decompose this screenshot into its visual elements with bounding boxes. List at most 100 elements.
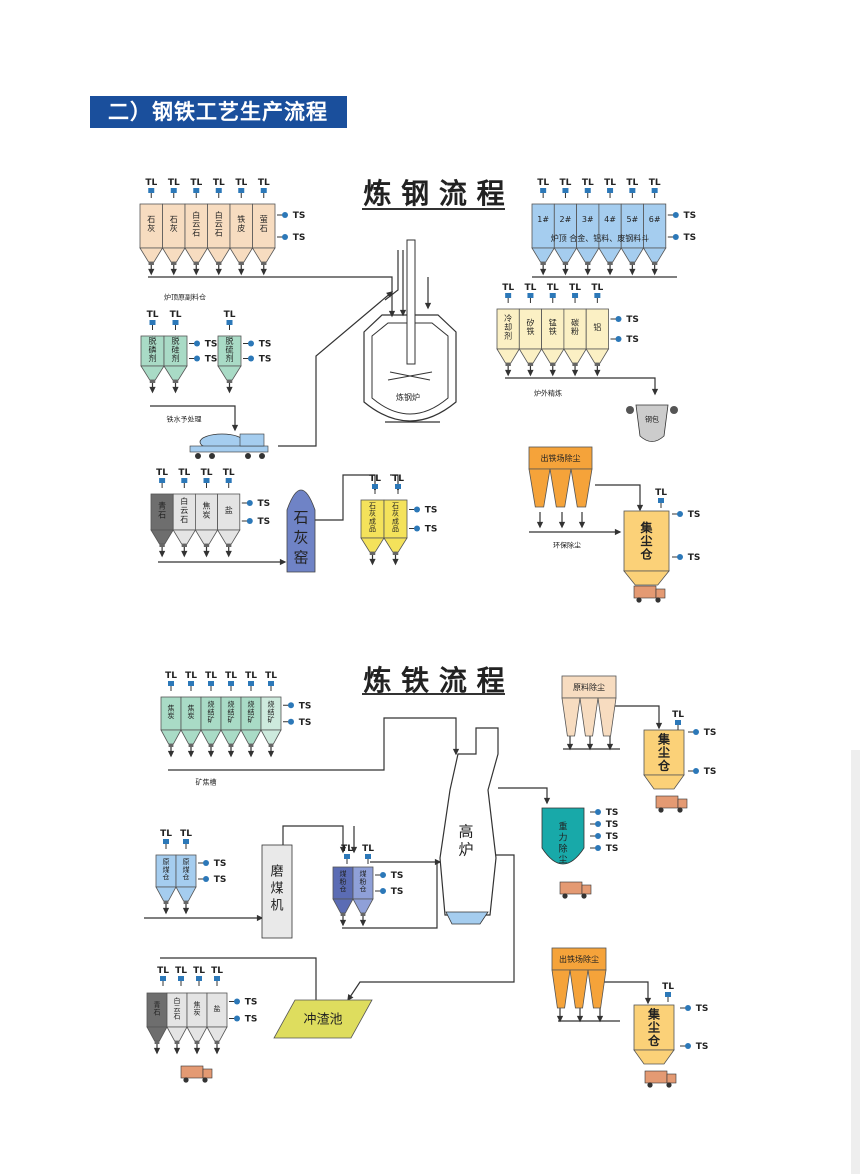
- temperature-sensor-icon: [194, 340, 200, 347]
- level-sensor-icon: [168, 681, 174, 686]
- steel-title: 炼 钢 流 程: [363, 177, 504, 210]
- tl-tag: TL: [265, 671, 277, 681]
- tl-tag: TL: [362, 844, 374, 854]
- dust-bin-cone: [623, 570, 670, 586]
- temperature-sensor-icon: [685, 1005, 691, 1011]
- ladle-handle: [626, 406, 634, 414]
- silo-cone: [160, 729, 182, 745]
- temperature-sensor-icon: [194, 355, 200, 362]
- arrow-head: [227, 750, 235, 758]
- silo-label: 烧结矿: [248, 700, 255, 724]
- level-sensor-icon: [395, 484, 401, 489]
- tl-tag: TL: [156, 468, 168, 478]
- ts-tag: TS: [257, 517, 270, 527]
- silo-cone: [140, 365, 165, 381]
- temperature-sensor-icon: [246, 518, 253, 524]
- feed-line: [315, 474, 376, 521]
- arrow-head: [549, 369, 556, 377]
- level-sensor-icon: [629, 188, 636, 193]
- ts-tag: TS: [696, 1042, 709, 1052]
- silo-label: 焦炭: [188, 703, 195, 720]
- rail-wheel: [259, 453, 265, 459]
- converter-outer: [363, 314, 457, 422]
- silo-label: 脱硅剂: [172, 336, 180, 364]
- section-header: 二）钢铁工艺生产流程: [90, 96, 347, 128]
- temperature-sensor-icon: [414, 525, 420, 532]
- arrow-head: [153, 1047, 161, 1055]
- truck-wheel: [581, 893, 587, 899]
- temperature-sensor-icon: [595, 845, 601, 851]
- dust-bin: [643, 729, 685, 776]
- rail-car-frame: [189, 445, 269, 453]
- temperature-sensor-icon: [203, 860, 209, 866]
- silo-outlet: [594, 363, 601, 366]
- dust-bin-cone: [633, 1049, 675, 1065]
- silo-cone: [175, 886, 197, 902]
- raw-silo-caption: 炉顶原副料仓: [164, 292, 206, 301]
- truck-cab: [655, 588, 666, 599]
- silo-cone: [642, 247, 667, 263]
- dust-hopper: [579, 697, 599, 737]
- ts-tag: TS: [205, 340, 218, 350]
- silo-label: 煤粉仓: [340, 869, 347, 893]
- tl-tag: TL: [193, 966, 205, 976]
- tl-tag: TL: [392, 474, 404, 484]
- rail-wheel: [209, 453, 215, 459]
- ts-tag: TS: [259, 355, 272, 365]
- temperature-sensor-icon: [282, 212, 288, 218]
- temperature-sensor-icon: [234, 998, 240, 1005]
- feed-line: [168, 717, 457, 771]
- arrow-head: [578, 521, 586, 529]
- silo-outlet: [171, 262, 177, 265]
- arrow-head: [399, 309, 407, 317]
- arrow-head: [505, 369, 512, 377]
- tl-tag: TL: [170, 310, 182, 320]
- temperature-sensor-icon: [380, 872, 386, 878]
- ladle-icon: [635, 404, 669, 442]
- temperature-sensor-icon: [677, 554, 683, 560]
- arrow-head: [386, 291, 394, 298]
- tl-tag: TL: [235, 178, 247, 188]
- silo-cone: [180, 729, 202, 745]
- temperature-sensor-icon: [380, 888, 386, 894]
- arrow-head: [256, 914, 264, 922]
- level-sensor-icon: [248, 681, 254, 686]
- dust-hopper: [561, 697, 581, 737]
- arrow-head: [162, 907, 170, 915]
- silo-cone: [260, 729, 282, 745]
- silo-label: 白云石: [174, 996, 181, 1020]
- temperature-sensor-icon: [693, 729, 699, 735]
- silo-outlet: [148, 262, 154, 265]
- arrow-head: [388, 310, 396, 318]
- arrow-head: [193, 268, 200, 276]
- level-sensor-icon: [163, 839, 169, 844]
- silo-label: 白云石: [215, 210, 223, 238]
- temperature-sensor-icon: [246, 500, 253, 506]
- tl-tag: TL: [190, 178, 202, 188]
- arrow-head: [527, 369, 534, 377]
- silo-cone: [563, 348, 587, 364]
- ts-tag: TS: [688, 553, 701, 563]
- arrow-head: [181, 550, 188, 558]
- truck-icon: [559, 881, 583, 895]
- silo-outlet: [607, 262, 613, 265]
- arrow-head: [571, 369, 579, 377]
- level-sensor-icon: [208, 681, 214, 686]
- level-sensor-icon: [214, 976, 220, 981]
- arrow-head: [536, 521, 544, 529]
- silo-label: 脱硫剂: [226, 336, 234, 364]
- truck-wheel: [202, 1077, 208, 1083]
- scrollbar[interactable]: [851, 750, 860, 1174]
- tl-tag: TL: [211, 966, 223, 976]
- lime-kiln-label: 石灰窑: [293, 508, 308, 566]
- arrow-head: [149, 386, 156, 394]
- rail-car-cab: [239, 433, 265, 447]
- silo-outlet: [238, 262, 244, 265]
- tl-tag: TL: [224, 310, 236, 320]
- dust-bin-label: 集尘仓: [639, 520, 653, 561]
- silo-cone: [518, 348, 543, 364]
- tl-tag: TL: [225, 671, 237, 681]
- silo-cone: [220, 729, 242, 745]
- feed-line: [595, 484, 641, 510]
- ts-tag: TS: [205, 355, 218, 365]
